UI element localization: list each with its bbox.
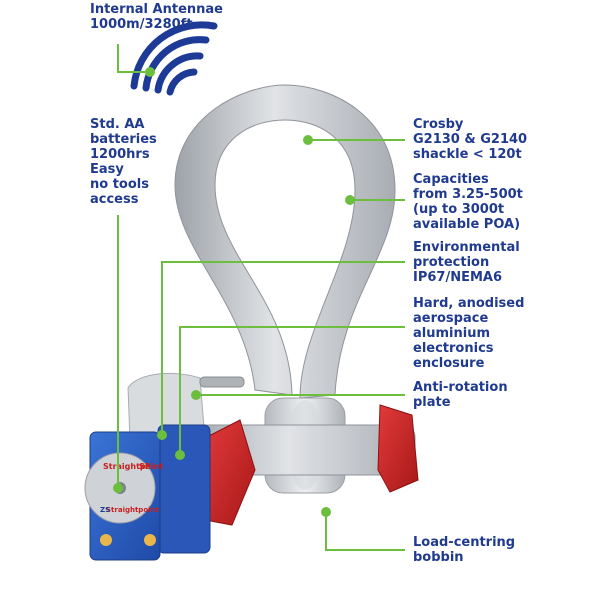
brand-logo-text: SP [139,462,151,471]
bobbin-leader [325,512,405,551]
capacities-callout: Capacities from 3.25-500t (up to 3000t a… [413,172,523,232]
environmental-leader-dot [157,430,167,440]
batteries-callout: Std. AA batteries 1200hrs Easy no tools … [90,117,157,207]
brand-text-top: Straightpoint [103,462,164,471]
signal-icon-right [144,534,156,546]
brand-text-bottom: Straightpoint [106,506,160,514]
electronics-enclosure: Straightpoint SP Straightpoint ZS [84,424,211,561]
badge-text: ZS [100,506,110,514]
batteries-leader-dot [113,483,123,493]
signal-icon-left [100,534,112,546]
anti-rotation-plate [127,372,206,441]
bobbin-callout: Load-centring bobbin [413,535,516,565]
wifi-icon [130,21,218,96]
bobbin-leader-dot [321,507,331,517]
anti-rotation-leader-dot [191,390,201,400]
anti-rotation-callout: Anti-rotation plate [413,380,508,410]
enclosure-callout: Hard, anodised aerospace aluminium elect… [413,296,525,371]
antennae-leader-dot [145,67,155,77]
environmental-leader [161,261,405,435]
enclosure-leader-dot [175,450,185,460]
antennae-leader [117,44,150,73]
capacities-leader-dot [345,195,355,205]
anti-rotation-pin [199,376,245,388]
antennae-callout: Internal Antennae 1000m/3280ft [90,2,223,32]
right-end-cap [377,404,419,493]
environmental-callout: Environmental protection IP67/NEMA6 [413,240,520,285]
shackle-leader-dot [303,135,313,145]
enclosure-leader [179,326,405,455]
shackle-callout: Crosby G2130 & G2140 shackle < 120t [413,117,528,162]
shackle-bow [174,84,396,399]
